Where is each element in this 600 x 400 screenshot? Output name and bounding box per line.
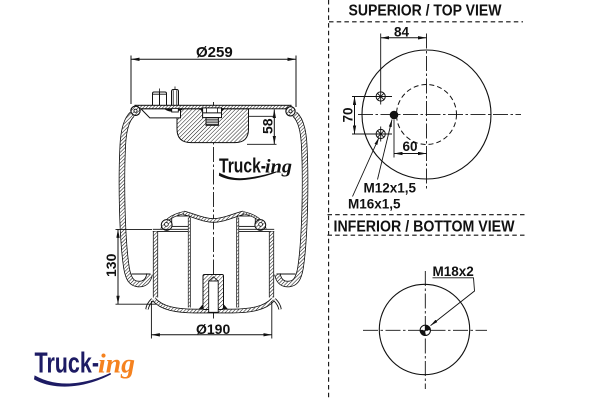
svg-text:Ø190: Ø190 [196, 321, 230, 337]
svg-text:60: 60 [403, 139, 418, 154]
svg-text:M12x1,5: M12x1,5 [364, 180, 417, 195]
svg-text:ing: ing [265, 157, 292, 178]
svg-text:SUPERIOR / TOP VIEW: SUPERIOR / TOP VIEW [349, 3, 503, 20]
svg-text:INFERIOR / BOTTOM VIEW: INFERIOR / BOTTOM VIEW [334, 219, 516, 236]
svg-text:Truck-: Truck- [219, 155, 266, 177]
svg-text:130: 130 [103, 253, 119, 277]
svg-text:M18x2: M18x2 [433, 264, 474, 279]
svg-text:M16x1,5: M16x1,5 [348, 197, 401, 212]
svg-text:58: 58 [260, 118, 276, 134]
svg-text:70: 70 [341, 107, 356, 122]
svg-text:Ø259: Ø259 [196, 44, 233, 61]
svg-text:ing: ing [98, 349, 135, 379]
svg-text:84: 84 [394, 24, 410, 39]
svg-text:Truck-: Truck- [35, 348, 100, 380]
